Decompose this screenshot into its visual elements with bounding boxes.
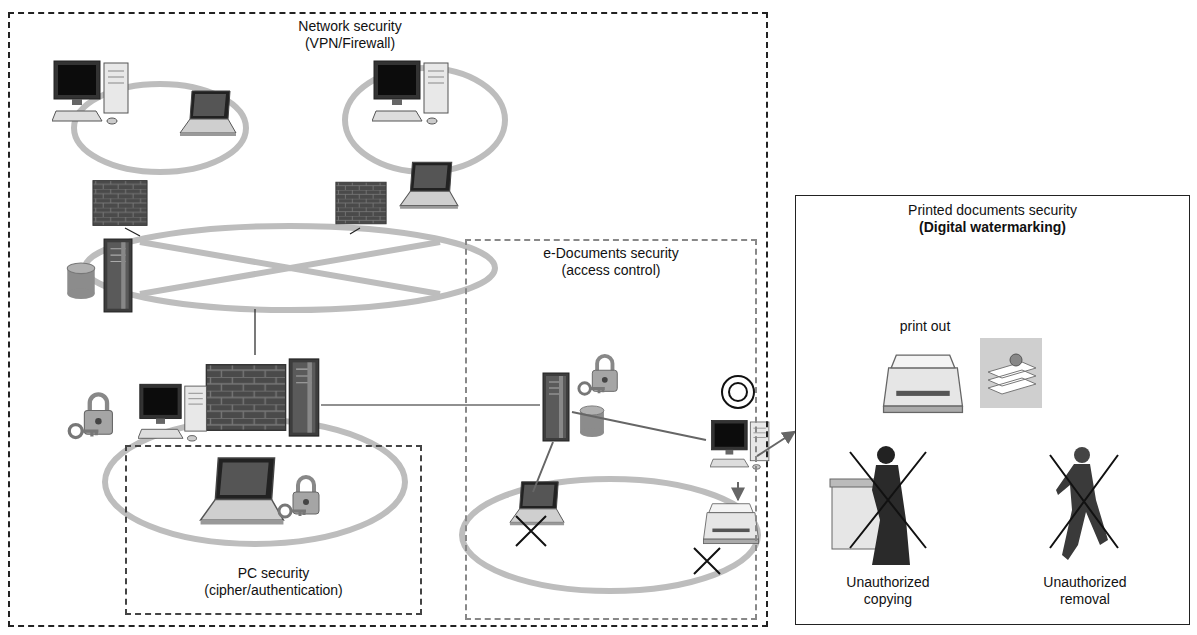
laptop-pc: [201, 458, 284, 525]
deny-mark: [516, 516, 546, 546]
region-title: Network security (VPN/Firewall): [260, 18, 440, 52]
firewall: [336, 182, 386, 224]
region-title: (Digital watermarking): [856, 219, 1129, 236]
desktop-pc: [710, 420, 769, 469]
laptop-pc: [400, 162, 458, 209]
backbone-cross: [140, 242, 440, 294]
printer: [884, 355, 963, 412]
network-region: Network security (VPN/Firewall) e-Documen…: [8, 12, 768, 627]
document-stack: [980, 338, 1042, 408]
desktop-pc: [52, 61, 128, 124]
laptop-pc: [180, 91, 236, 136]
caption-label: Unauthorized removal: [1030, 574, 1140, 608]
deny-mark: [850, 452, 926, 548]
wire: [125, 228, 540, 405]
caption-label: Unauthorized copying: [833, 574, 943, 608]
desktop-pc: [372, 61, 448, 124]
network-ring: [462, 479, 758, 591]
printer: [704, 504, 759, 544]
caption-label: print out: [875, 318, 975, 335]
edocs-region: e-Documents security (access control): [465, 239, 757, 620]
allow-mark: [729, 383, 747, 401]
pc-region: PC security (cipher/authentication): [125, 445, 422, 615]
firewall: [206, 365, 285, 431]
server: [104, 239, 132, 312]
desktop-pc: [138, 384, 206, 441]
firewall: [93, 181, 147, 226]
lock-key: [579, 356, 617, 394]
output-arrow: [757, 432, 795, 457]
printed-docs-region: Printed documents security(Digital water…: [795, 195, 1190, 625]
server: [289, 359, 318, 436]
database: [580, 406, 604, 437]
server: [543, 373, 569, 441]
region-title: e-Documents security (access control): [527, 245, 695, 279]
region-title: PC security (cipher/authentication): [187, 565, 360, 599]
document-stack: [988, 362, 1036, 394]
deny-mark: [694, 548, 720, 574]
region-title: Printed documents security: [856, 202, 1129, 219]
lock-key: [69, 394, 112, 437]
deny-mark: [1050, 455, 1118, 548]
person: [1074, 447, 1090, 463]
person: [877, 446, 895, 464]
lock-key: [279, 477, 319, 517]
backbone-ring: [85, 226, 495, 310]
allow-mark: [722, 376, 754, 408]
database: [67, 263, 94, 299]
document-stack: [1010, 354, 1022, 366]
access-arrow: [533, 412, 738, 500]
